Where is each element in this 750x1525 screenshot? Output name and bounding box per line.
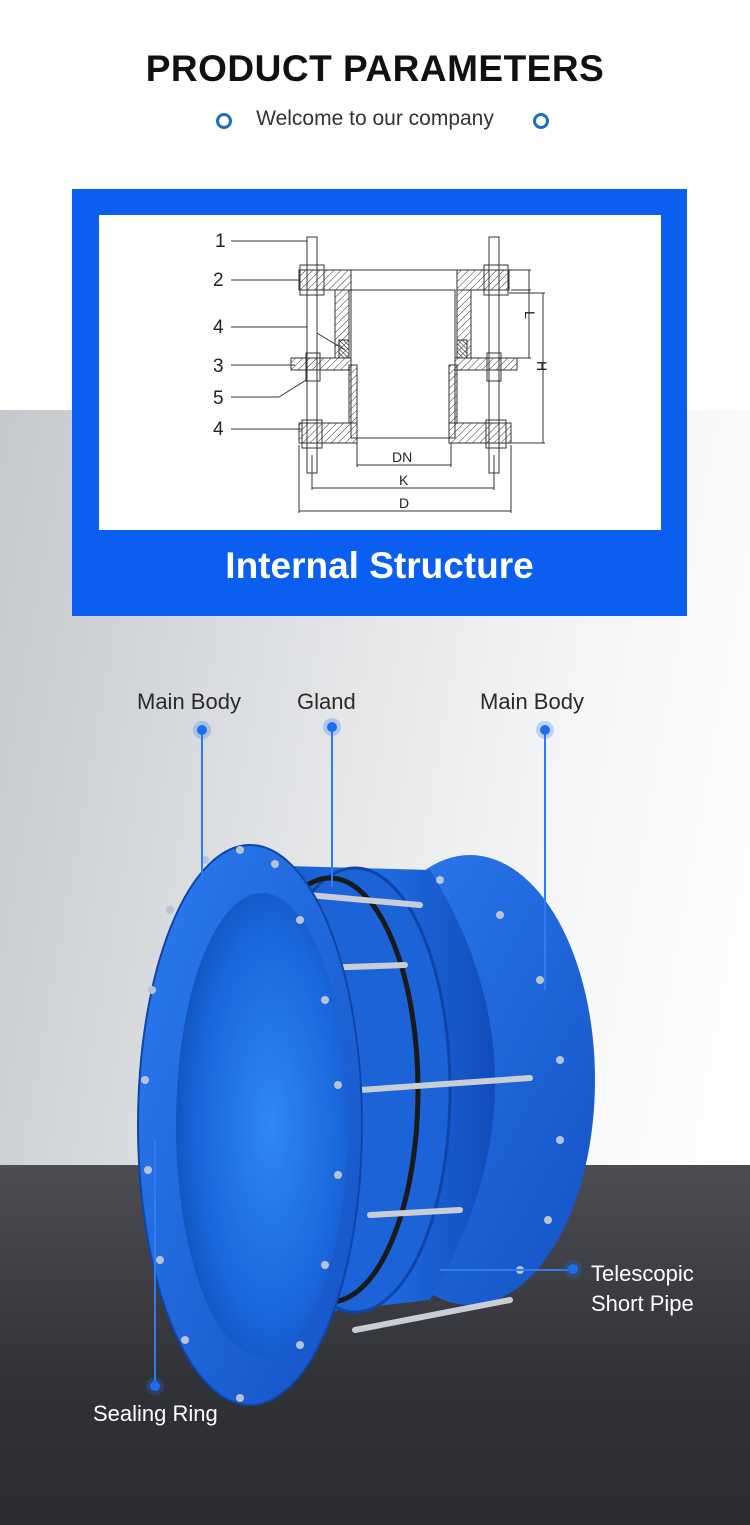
dim-d: D (399, 495, 409, 511)
internal-structure-panel: 1 2 4 3 5 4 (72, 189, 687, 616)
front-bore (176, 893, 348, 1357)
dot-sealing-ring (150, 1381, 160, 1391)
callout-1: 1 (215, 231, 226, 252)
dot-main-body-left (197, 725, 207, 735)
ring-right-icon (533, 113, 549, 129)
subtitle-row: Welcome to our company (0, 106, 750, 134)
dot-main-body-right (540, 725, 550, 735)
dim-l: L (522, 311, 538, 319)
page-title: PRODUCT PARAMETERS (145, 48, 605, 89)
structure-diagram-frame: 1 2 4 3 5 4 (99, 215, 661, 530)
panel-caption: Internal Structure (225, 545, 534, 586)
lead-main-body-right (544, 730, 546, 990)
label-telescopic-line1: Telescopic (591, 1261, 694, 1286)
label-telescopic-line2: Short Pipe (591, 1291, 694, 1316)
callout-4a: 4 (213, 317, 224, 338)
lead-main-body-left (201, 730, 203, 880)
structure-diagram: 1 2 4 3 5 4 (213, 231, 550, 513)
label-main-body-right: Main Body (480, 689, 584, 714)
subtitle: Welcome to our company (256, 107, 494, 130)
label-gland: Gland (297, 689, 356, 714)
lead-sealing-ring (154, 1140, 156, 1385)
product-image (137, 844, 595, 1406)
lead-gland (331, 727, 333, 887)
dim-h: H (534, 361, 550, 371)
ring-left-icon (216, 113, 232, 129)
dot-telescopic (568, 1264, 578, 1274)
bolt-holes (141, 846, 342, 1402)
dim-dn: DN (392, 449, 412, 465)
lead-telescopic (440, 1269, 573, 1271)
callout-3: 3 (213, 356, 224, 377)
dim-k: K (399, 472, 409, 488)
callout-2: 2 (213, 270, 224, 291)
callout-4b: 4 (213, 419, 224, 440)
label-sealing-ring: Sealing Ring (93, 1401, 218, 1426)
dot-gland (327, 722, 337, 732)
label-main-body-left: Main Body (137, 689, 241, 714)
callout-5: 5 (213, 388, 224, 409)
